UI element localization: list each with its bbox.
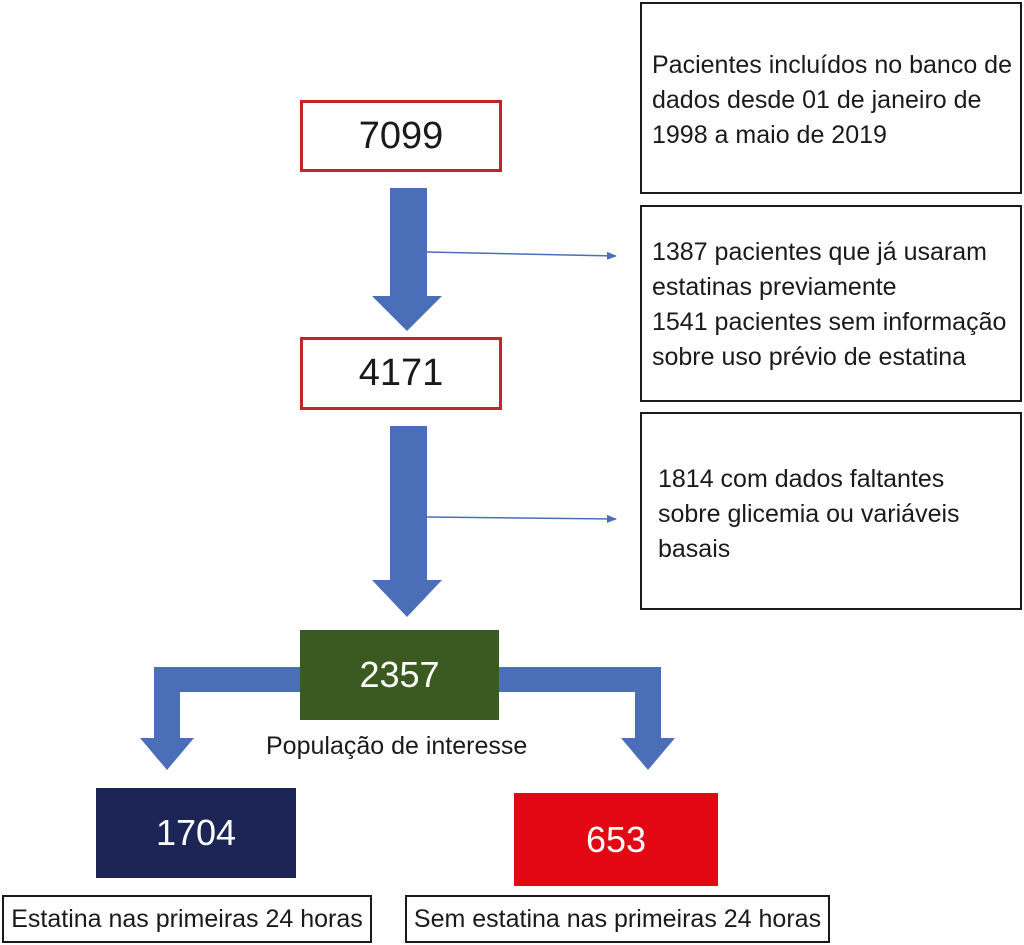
without-statin-label: Sem estatina nas primeiras 24 horas: [413, 904, 822, 933]
count-initial: 7099: [358, 114, 444, 157]
source-note-box: Pacientes incluídos no banco de dados de…: [640, 2, 1022, 194]
arrow-branch-left: [140, 667, 300, 770]
exclusion-pointer-2: [426, 514, 617, 523]
count-after-exclusion: 4171: [358, 352, 444, 394]
exclusion-1-line-1: 1387 pacientes que já usaram: [652, 238, 987, 266]
with-statin-box: 1704: [96, 788, 296, 878]
exclusion-pointer-1: [426, 251, 617, 260]
exclusion-1-line-2: estatinas previamente: [652, 273, 897, 301]
without-statin-label-box: Sem estatina nas primeiras 24 horas: [405, 895, 830, 943]
population-box: 2357: [300, 630, 499, 720]
source-note-line-2: dados desde 01 de janeiro de: [652, 86, 982, 114]
arrow-down-2: [372, 426, 442, 617]
count-box-initial: 7099: [300, 100, 502, 172]
exclusion-2-line-1: 1814 com dados faltantes: [658, 465, 945, 493]
with-statin-label-box: Estatina nas primeiras 24 horas: [2, 895, 372, 943]
population-label: População de interesse: [266, 732, 528, 760]
count-box-after-exclusion: 4171: [300, 337, 502, 410]
source-note-line-1: Pacientes incluídos no banco de: [652, 51, 1012, 79]
count-population: 2357: [359, 654, 440, 695]
exclusion-1-line-4: sobre uso prévio de estatina: [652, 343, 967, 371]
exclusion-2-line-3: basais: [658, 535, 731, 563]
count-with-statin: 1704: [155, 812, 237, 853]
arrow-branch-right: [499, 667, 675, 770]
count-without-statin: 653: [585, 818, 647, 860]
source-note-line-3: 1998 a maio de 2019: [652, 121, 887, 149]
with-statin-label: Estatina nas primeiras 24 horas: [11, 904, 363, 933]
exclusion-note-box-1: 1387 pacientes que já usaram estatinas p…: [640, 205, 1022, 402]
exclusion-2-line-2: sobre glicemia ou variáveis: [658, 500, 960, 528]
exclusion-note-box-2: 1814 com dados faltantes sobre glicemia …: [640, 412, 1022, 610]
without-statin-box: 653: [514, 793, 718, 886]
exclusion-1-line-3: 1541 pacientes sem informação: [652, 308, 1007, 336]
arrow-down-1: [372, 188, 442, 331]
